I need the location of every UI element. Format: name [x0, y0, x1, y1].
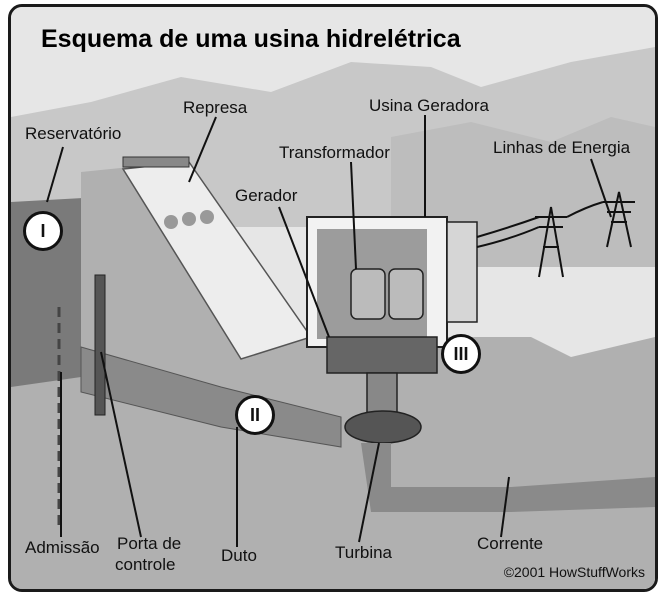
label-reservatorio: Reservatório — [25, 124, 122, 143]
turbine-wheel — [344, 410, 422, 444]
dam-railing — [122, 156, 190, 168]
label-usina-geradora: Usina Geradora — [369, 96, 490, 115]
penstock — [80, 346, 342, 448]
dam-concrete — [11, 167, 655, 589]
diagram-title: Esquema de uma usina hidrelétrica — [41, 25, 461, 53]
label-duto: Duto — [221, 546, 257, 565]
label-corrente: Corrente — [477, 534, 544, 553]
power-lines — [476, 191, 635, 278]
marker-ii: II — [235, 395, 275, 435]
label-transformador: Transformador — [279, 143, 390, 162]
label-gerador: Gerador — [235, 186, 298, 205]
leader-lines — [46, 115, 612, 547]
transformer-cylinder — [350, 268, 386, 320]
label-represa: Represa — [183, 98, 248, 117]
outflow-channel — [361, 443, 655, 512]
label-turbina: Turbina — [335, 543, 393, 562]
label-porta-de-controle-line1: Porta de — [117, 534, 182, 553]
label-linhas-de-energia: Linhas de Energia — [493, 138, 631, 157]
transformer-cylinder — [388, 268, 424, 320]
label-admissao: Admissão — [25, 538, 100, 557]
diagram-frame: Esquema de uma usina hidrelétrica Reserv… — [8, 4, 658, 592]
label-porta-de-controle-line2: controle — [115, 555, 176, 574]
hydro-plant-illustration — [11, 7, 655, 589]
marker-i: I — [23, 211, 63, 251]
marker-iii: III — [441, 334, 481, 374]
generator-block — [326, 336, 438, 374]
copyright-credit: ©2001 HowStuffWorks — [503, 564, 645, 580]
control-gate — [94, 274, 106, 416]
